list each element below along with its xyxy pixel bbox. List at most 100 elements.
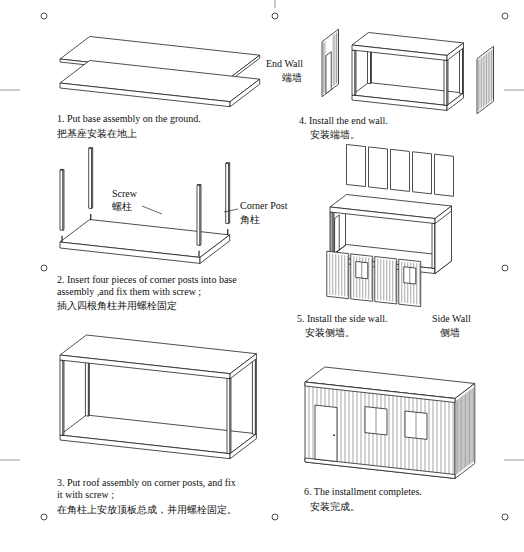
window-bar: [416, 412, 417, 438]
wall-panel: [347, 145, 366, 187]
detail-line: [484, 55, 485, 106]
roof-assembly: [435, 206, 452, 224]
window-bar: [409, 267, 410, 283]
corner-post: [200, 185, 202, 246]
corner-post: [330, 212, 333, 257]
detail-line: [324, 41, 325, 92]
side-wall-panel: [351, 254, 373, 301]
wall-panel: [413, 152, 432, 194]
label-text: 3. Put roof assembly on corner posts, an…: [57, 477, 241, 501]
corrugation: [313, 386, 314, 460]
corrugation: [445, 400, 446, 474]
corrugation: [416, 263, 417, 304]
label-text: 安装完成。: [310, 501, 410, 513]
end-wall: [435, 206, 452, 273]
corrugation: [329, 254, 330, 295]
corner-post: [460, 48, 463, 93]
corrugation: [349, 390, 350, 464]
corrugation: [353, 256, 354, 297]
corner-post: [63, 360, 65, 436]
label-text: 把基座安装在地上: [57, 128, 277, 140]
corrugation: [347, 256, 348, 297]
container: [305, 382, 455, 479]
label-text: 4. Install the end wall.: [299, 115, 499, 127]
detail-line: [486, 54, 487, 105]
crop-mark: [272, 514, 278, 520]
corrugation: [461, 397, 462, 471]
corrugation: [437, 400, 438, 474]
window: [404, 267, 416, 284]
window: [356, 261, 368, 278]
base-assembly: [60, 242, 200, 263]
base-assembly: [200, 235, 230, 264]
label-text: 角柱: [240, 214, 280, 226]
base-assembly: [60, 435, 230, 459]
screw: [227, 229, 228, 235]
corrugation: [441, 400, 442, 474]
detail-line: [478, 60, 479, 111]
roof-assembly: [447, 43, 464, 61]
corrugation: [341, 389, 342, 463]
corrugation: [368, 258, 369, 299]
label-text: 6. The installment completes.: [304, 486, 504, 498]
corrugation: [462, 396, 463, 470]
label-text: 1. Put base assembly on the ground.: [57, 113, 277, 125]
screw: [61, 236, 62, 242]
corrugation: [460, 398, 461, 472]
corner-post: [197, 185, 200, 245]
corrugation: [344, 255, 345, 296]
corrugation: [335, 254, 336, 295]
corrugation: [338, 255, 339, 296]
corrugation: [419, 263, 420, 304]
corrugation: [371, 258, 372, 299]
roof-assembly: [230, 354, 256, 379]
detail-line: [336, 33, 337, 84]
wall-panel: [369, 147, 388, 189]
crop-line: [0, 90, 20, 91]
corrugation: [361, 391, 362, 465]
corrugation: [332, 254, 333, 295]
base-assembly: [230, 434, 256, 459]
crop-line: [275, 0, 276, 8]
leader-line: [142, 206, 162, 214]
detail-line: [481, 57, 482, 108]
leader-line: [224, 209, 238, 212]
roof-assembly: [330, 207, 435, 224]
corrugation: [397, 395, 398, 469]
label-text: 螺柱: [112, 201, 172, 213]
window: [365, 407, 387, 435]
corner-post: [230, 378, 232, 454]
corrugation: [473, 388, 474, 462]
wall-panel: [435, 154, 454, 196]
corner-post: [60, 170, 63, 230]
corrugation: [449, 401, 450, 475]
detail-line: [479, 59, 480, 110]
crop-mark: [502, 265, 508, 271]
corrugation: [465, 394, 466, 468]
window-bar: [376, 408, 377, 434]
side-wall-panel: [399, 259, 421, 306]
label-text: Screw: [112, 188, 172, 200]
label-text: Corner Post: [240, 200, 312, 212]
corner-post: [227, 378, 230, 453]
label-text: Side Wall: [432, 313, 507, 325]
corrugation: [377, 259, 378, 300]
label-text: 侧墙: [440, 327, 480, 339]
detail-line: [488, 52, 489, 103]
corrugation: [386, 260, 387, 301]
base-slab: [60, 83, 230, 107]
corrugation: [453, 401, 454, 475]
corrugation: [469, 391, 470, 465]
corrugation: [401, 396, 402, 470]
crop-mark: [502, 13, 508, 19]
container-rail: [305, 382, 455, 403]
corrugation: [464, 395, 465, 469]
corner-post: [255, 359, 257, 435]
roof-assembly: [352, 45, 447, 60]
corner-post: [355, 50, 357, 96]
window-bar: [361, 262, 362, 278]
detail-line: [491, 50, 492, 101]
crop-line: [504, 460, 524, 461]
crop-line: [504, 90, 524, 91]
corrugation: [353, 390, 354, 464]
